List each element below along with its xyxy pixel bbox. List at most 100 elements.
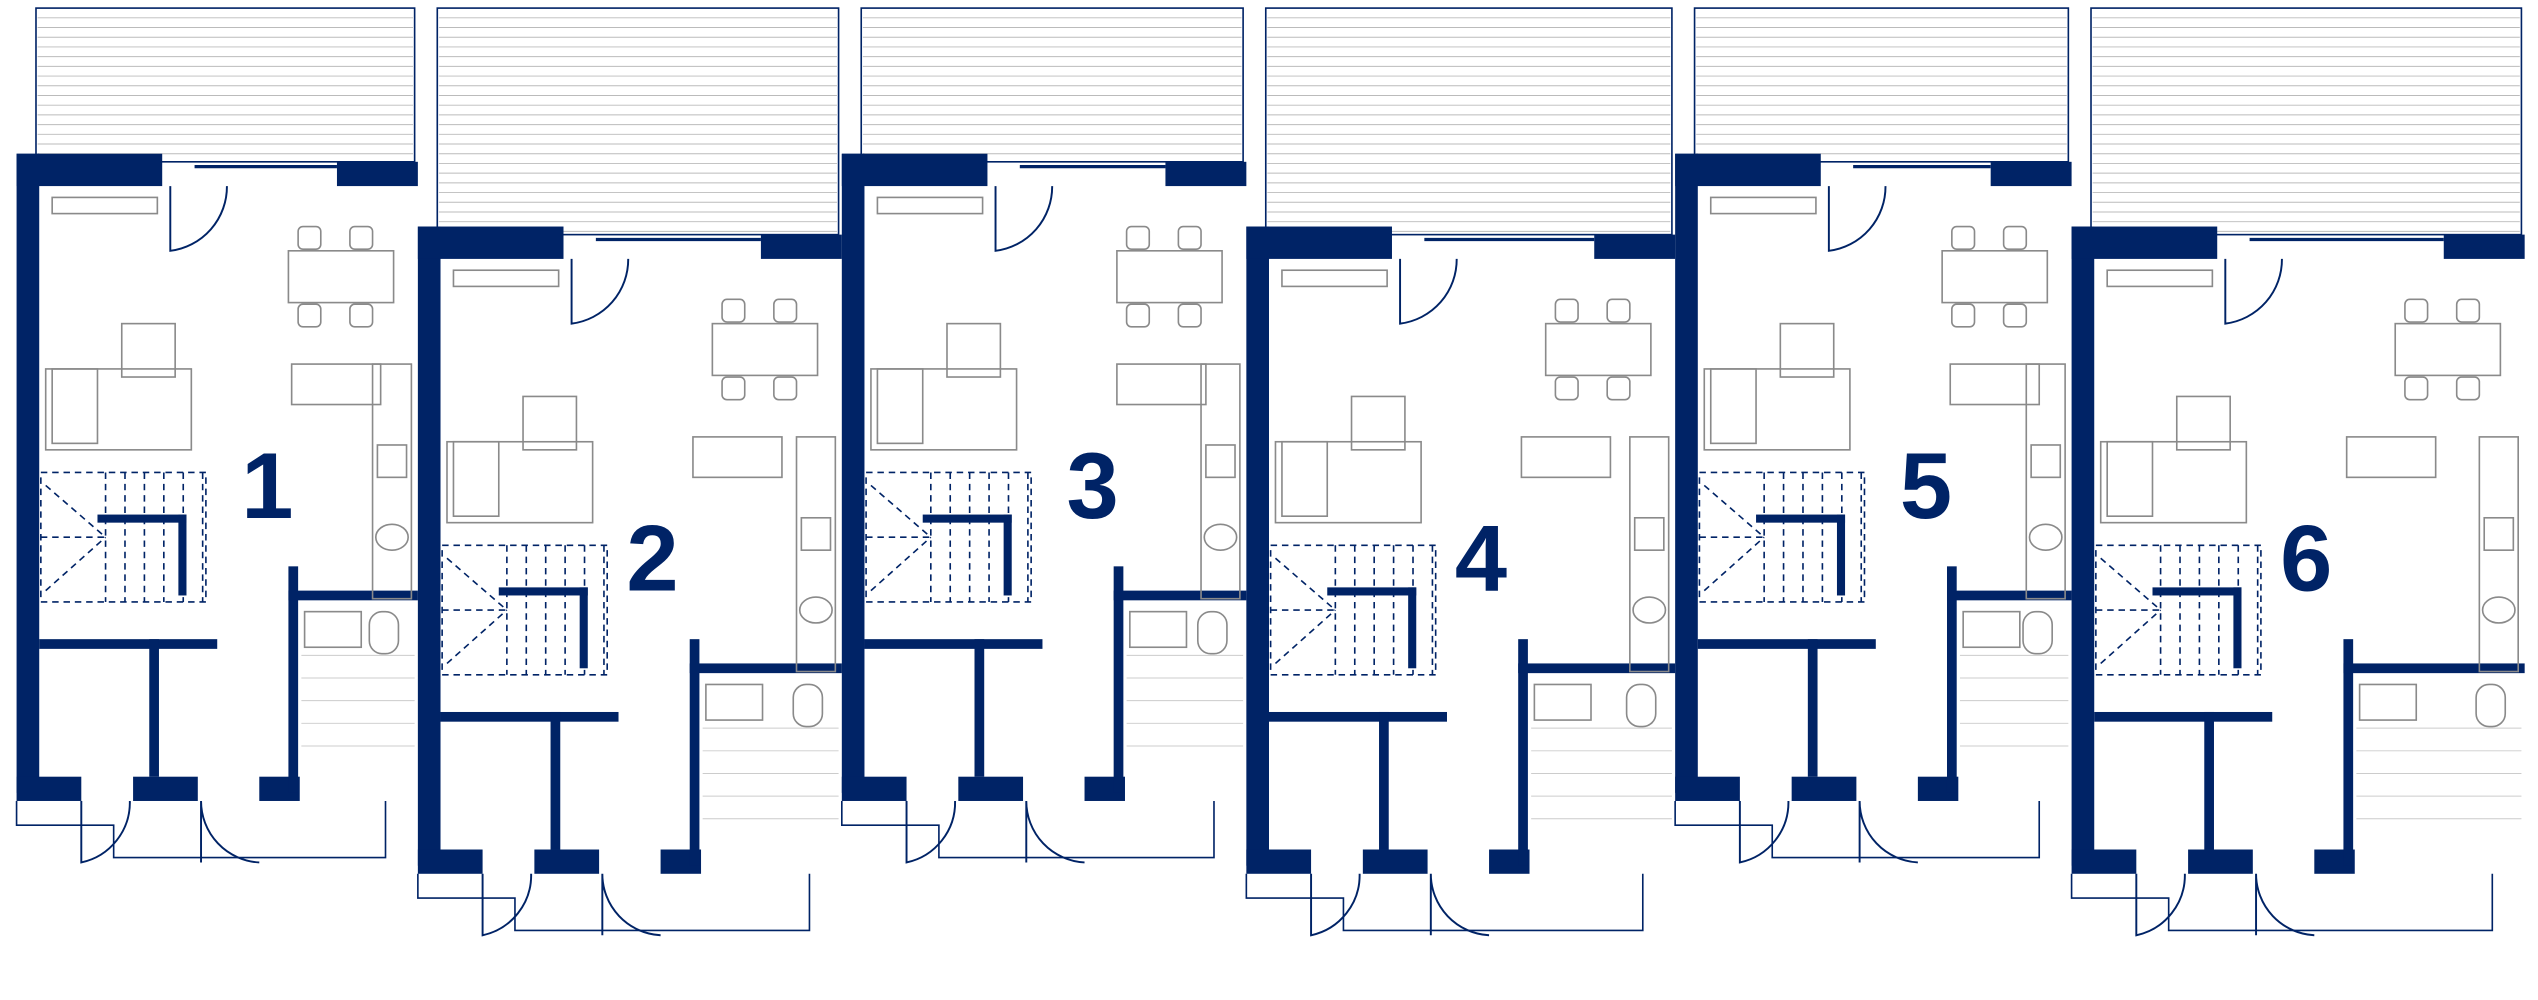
party-wall [2071,226,2095,866]
coffee-table [946,322,1002,378]
chair [773,298,798,323]
top-wall-left [16,153,163,187]
washbasin [1962,610,2021,649]
sofa [1274,440,1422,524]
chair [773,376,798,401]
terrace-outline [1264,7,1673,236]
radiator [876,196,984,215]
toilet [368,610,400,655]
sofa-chaise [51,368,99,445]
hob [376,444,408,479]
toilet [2475,683,2507,728]
chair [721,376,746,401]
unit-3: 3 [841,7,1247,864]
coffee-table [120,322,176,378]
unit-number: 4 [1455,506,1507,611]
entrance-door-swing [1310,873,1361,937]
unit-4: 4 [1245,7,1676,937]
storage-wall [149,639,159,777]
stair-winder [2100,609,2162,665]
chair [349,303,374,328]
kitchen-sink [2481,596,2516,624]
bath-wall-left [288,566,299,793]
party-wall [1675,153,1698,793]
unit-5: 5 [1674,7,2072,864]
walls [16,153,418,801]
chair [2002,225,2028,251]
unit-number: 1 [241,433,293,538]
radiator [1709,196,1817,215]
stair-wall-h [2152,587,2242,596]
chair [1951,303,1976,328]
washbasin [1129,610,1188,649]
toilet [2022,610,2053,655]
entrance-door-swing [1738,800,1790,864]
unit-number: 2 [626,506,678,611]
bath-wall-top [1946,590,2072,601]
stair-wall-h [922,514,1012,523]
coffee-table [522,395,578,451]
staircase [2095,544,2262,676]
chair [1606,298,1631,323]
sofa-chaise [1281,440,1329,517]
unit-number: 3 [1067,433,1119,538]
washbasin [705,683,764,721]
unit-1: 1 [15,7,418,864]
washbasin [303,610,363,649]
kitchen-counter [1200,363,1241,600]
chair [297,225,322,251]
bath-wall-top [1518,663,1676,674]
staircase [40,471,207,603]
storage-door-swing [200,800,260,864]
top-wall-left [417,226,564,259]
chair [1554,298,1579,323]
hob [2030,444,2062,479]
top-wall-left [1675,153,1821,187]
sofa [1703,368,1851,451]
stair-winder [2100,557,2162,611]
washbasin [1533,683,1592,721]
terrace-outline [436,7,840,236]
unit-6: 6 [2070,7,2525,937]
bath-wall-top [1113,590,1247,601]
stair-wall-h [1756,514,1846,523]
party-wall [1246,226,1269,866]
porch-outline [417,873,811,932]
radiator [1281,269,1388,288]
chair [1177,303,1202,328]
hob [2483,516,2515,551]
radiator [452,269,560,288]
terrace [1693,7,2070,163]
bottom-wall-mid [2188,849,2253,874]
top-wall-left [841,153,988,187]
storage-door-swing [1858,800,1918,864]
kitchen-counter [371,363,413,600]
stair-wall-h [498,587,588,596]
radiator [2106,269,2214,288]
sofa [2099,440,2248,524]
kitchen-sink [1632,596,1667,624]
kitchen-sink [374,523,409,551]
kitchen-island [692,436,783,479]
chair [349,225,374,251]
furniture [1274,269,1672,820]
hob [800,516,832,551]
bath-wall-left [689,639,700,866]
porch-outline [1245,873,1644,932]
unit-number: 6 [2280,506,2332,611]
stair-winder [870,484,932,538]
entrance-door-swing [80,800,131,864]
bath-wall-top [689,663,842,674]
terrace-outline [35,7,416,163]
kitchen-island [1949,363,2041,406]
bath-wall-left [1946,566,1957,793]
terrace-outline [2090,7,2523,236]
bath-wall-top [288,590,418,601]
dining-table [1116,250,1223,304]
party-wall [841,153,865,793]
kitchen-island [1520,436,1612,479]
party-wall [417,226,441,866]
kitchen-sink [798,596,833,624]
chair [1177,225,1202,251]
dining-table [2394,322,2502,377]
